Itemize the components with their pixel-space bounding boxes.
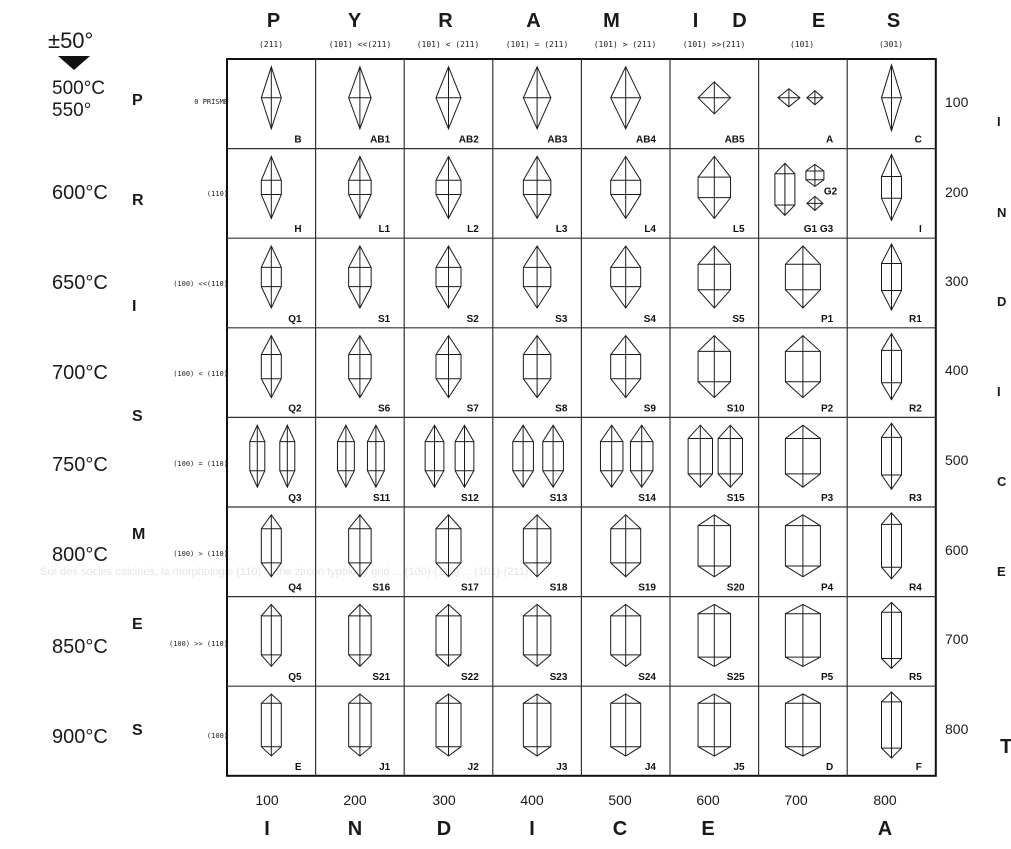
cell-label: J2	[468, 762, 480, 773]
cell-label: Q3	[288, 493, 302, 504]
cell-label: L1	[379, 224, 391, 235]
cell-label: L4	[644, 224, 656, 235]
cell-label: AB3	[547, 135, 567, 146]
cell-label: S4	[644, 314, 657, 325]
cell-label: Q4	[288, 583, 302, 594]
cell-label: Q5	[288, 672, 302, 683]
cell-label: AB1	[370, 135, 390, 146]
cell-label: AB4	[636, 135, 656, 146]
cell-label: B	[294, 135, 301, 146]
cell-label: S17	[461, 583, 479, 594]
cell-label: H	[294, 224, 301, 235]
cell-label: J3	[556, 762, 568, 773]
cell-label: S8	[555, 403, 568, 414]
cell-label: S5	[732, 314, 745, 325]
cell-label: AB2	[459, 135, 479, 146]
cell-label: S3	[555, 314, 568, 325]
cell-label: S7	[467, 403, 480, 414]
cell-label: J5	[733, 762, 745, 773]
cell-label: R3	[909, 493, 922, 504]
cell-label: AB5	[725, 135, 745, 146]
cell-label: S24	[638, 672, 656, 683]
cell-label: S13	[550, 493, 568, 504]
cell-label: P1	[821, 314, 834, 325]
cell-label: S1	[378, 314, 391, 325]
cell-label: S12	[461, 493, 479, 504]
cell-label: P4	[821, 583, 834, 594]
cell-label: J4	[645, 762, 657, 773]
cell-label: C	[915, 135, 922, 146]
cell-label: S15	[727, 493, 745, 504]
cell-label: J1	[379, 762, 391, 773]
cell-label: S9	[644, 403, 657, 414]
cell-label: S14	[638, 493, 656, 504]
cell-label: R1	[909, 314, 922, 325]
cell-label: L3	[556, 224, 568, 235]
cell-label: S20	[727, 583, 745, 594]
cell-label: S10	[727, 403, 745, 414]
cell-label: S2	[467, 314, 480, 325]
cell-label: R4	[909, 583, 922, 594]
cell-label: Q2	[288, 403, 302, 414]
cell-label: E	[295, 762, 302, 773]
cell-label: A	[826, 135, 833, 146]
cell-label: S16	[372, 583, 390, 594]
cell-label: P5	[821, 672, 834, 683]
cell-label: S22	[461, 672, 479, 683]
cell-label: I	[919, 224, 922, 235]
cell-label: L5	[733, 224, 745, 235]
cell-label: L2	[467, 224, 479, 235]
cell-label: S6	[378, 403, 391, 414]
cell-label: S23	[550, 672, 568, 683]
cell-label: R5	[909, 672, 922, 683]
cell-label: P3	[821, 493, 834, 504]
cell-label: S25	[727, 672, 745, 683]
cell-label: G2	[824, 187, 838, 198]
cell-label: S18	[550, 583, 568, 594]
cell-label: S19	[638, 583, 656, 594]
cell-label: Q1	[288, 314, 302, 325]
cell-label: D	[826, 762, 833, 773]
cell-label: R2	[909, 403, 922, 414]
cell-label: S11	[373, 493, 391, 504]
cell-label: P2	[821, 403, 834, 414]
cell-label: G1 G3	[804, 224, 834, 235]
cell-label: S21	[372, 672, 390, 683]
cell-label: F	[916, 762, 922, 773]
